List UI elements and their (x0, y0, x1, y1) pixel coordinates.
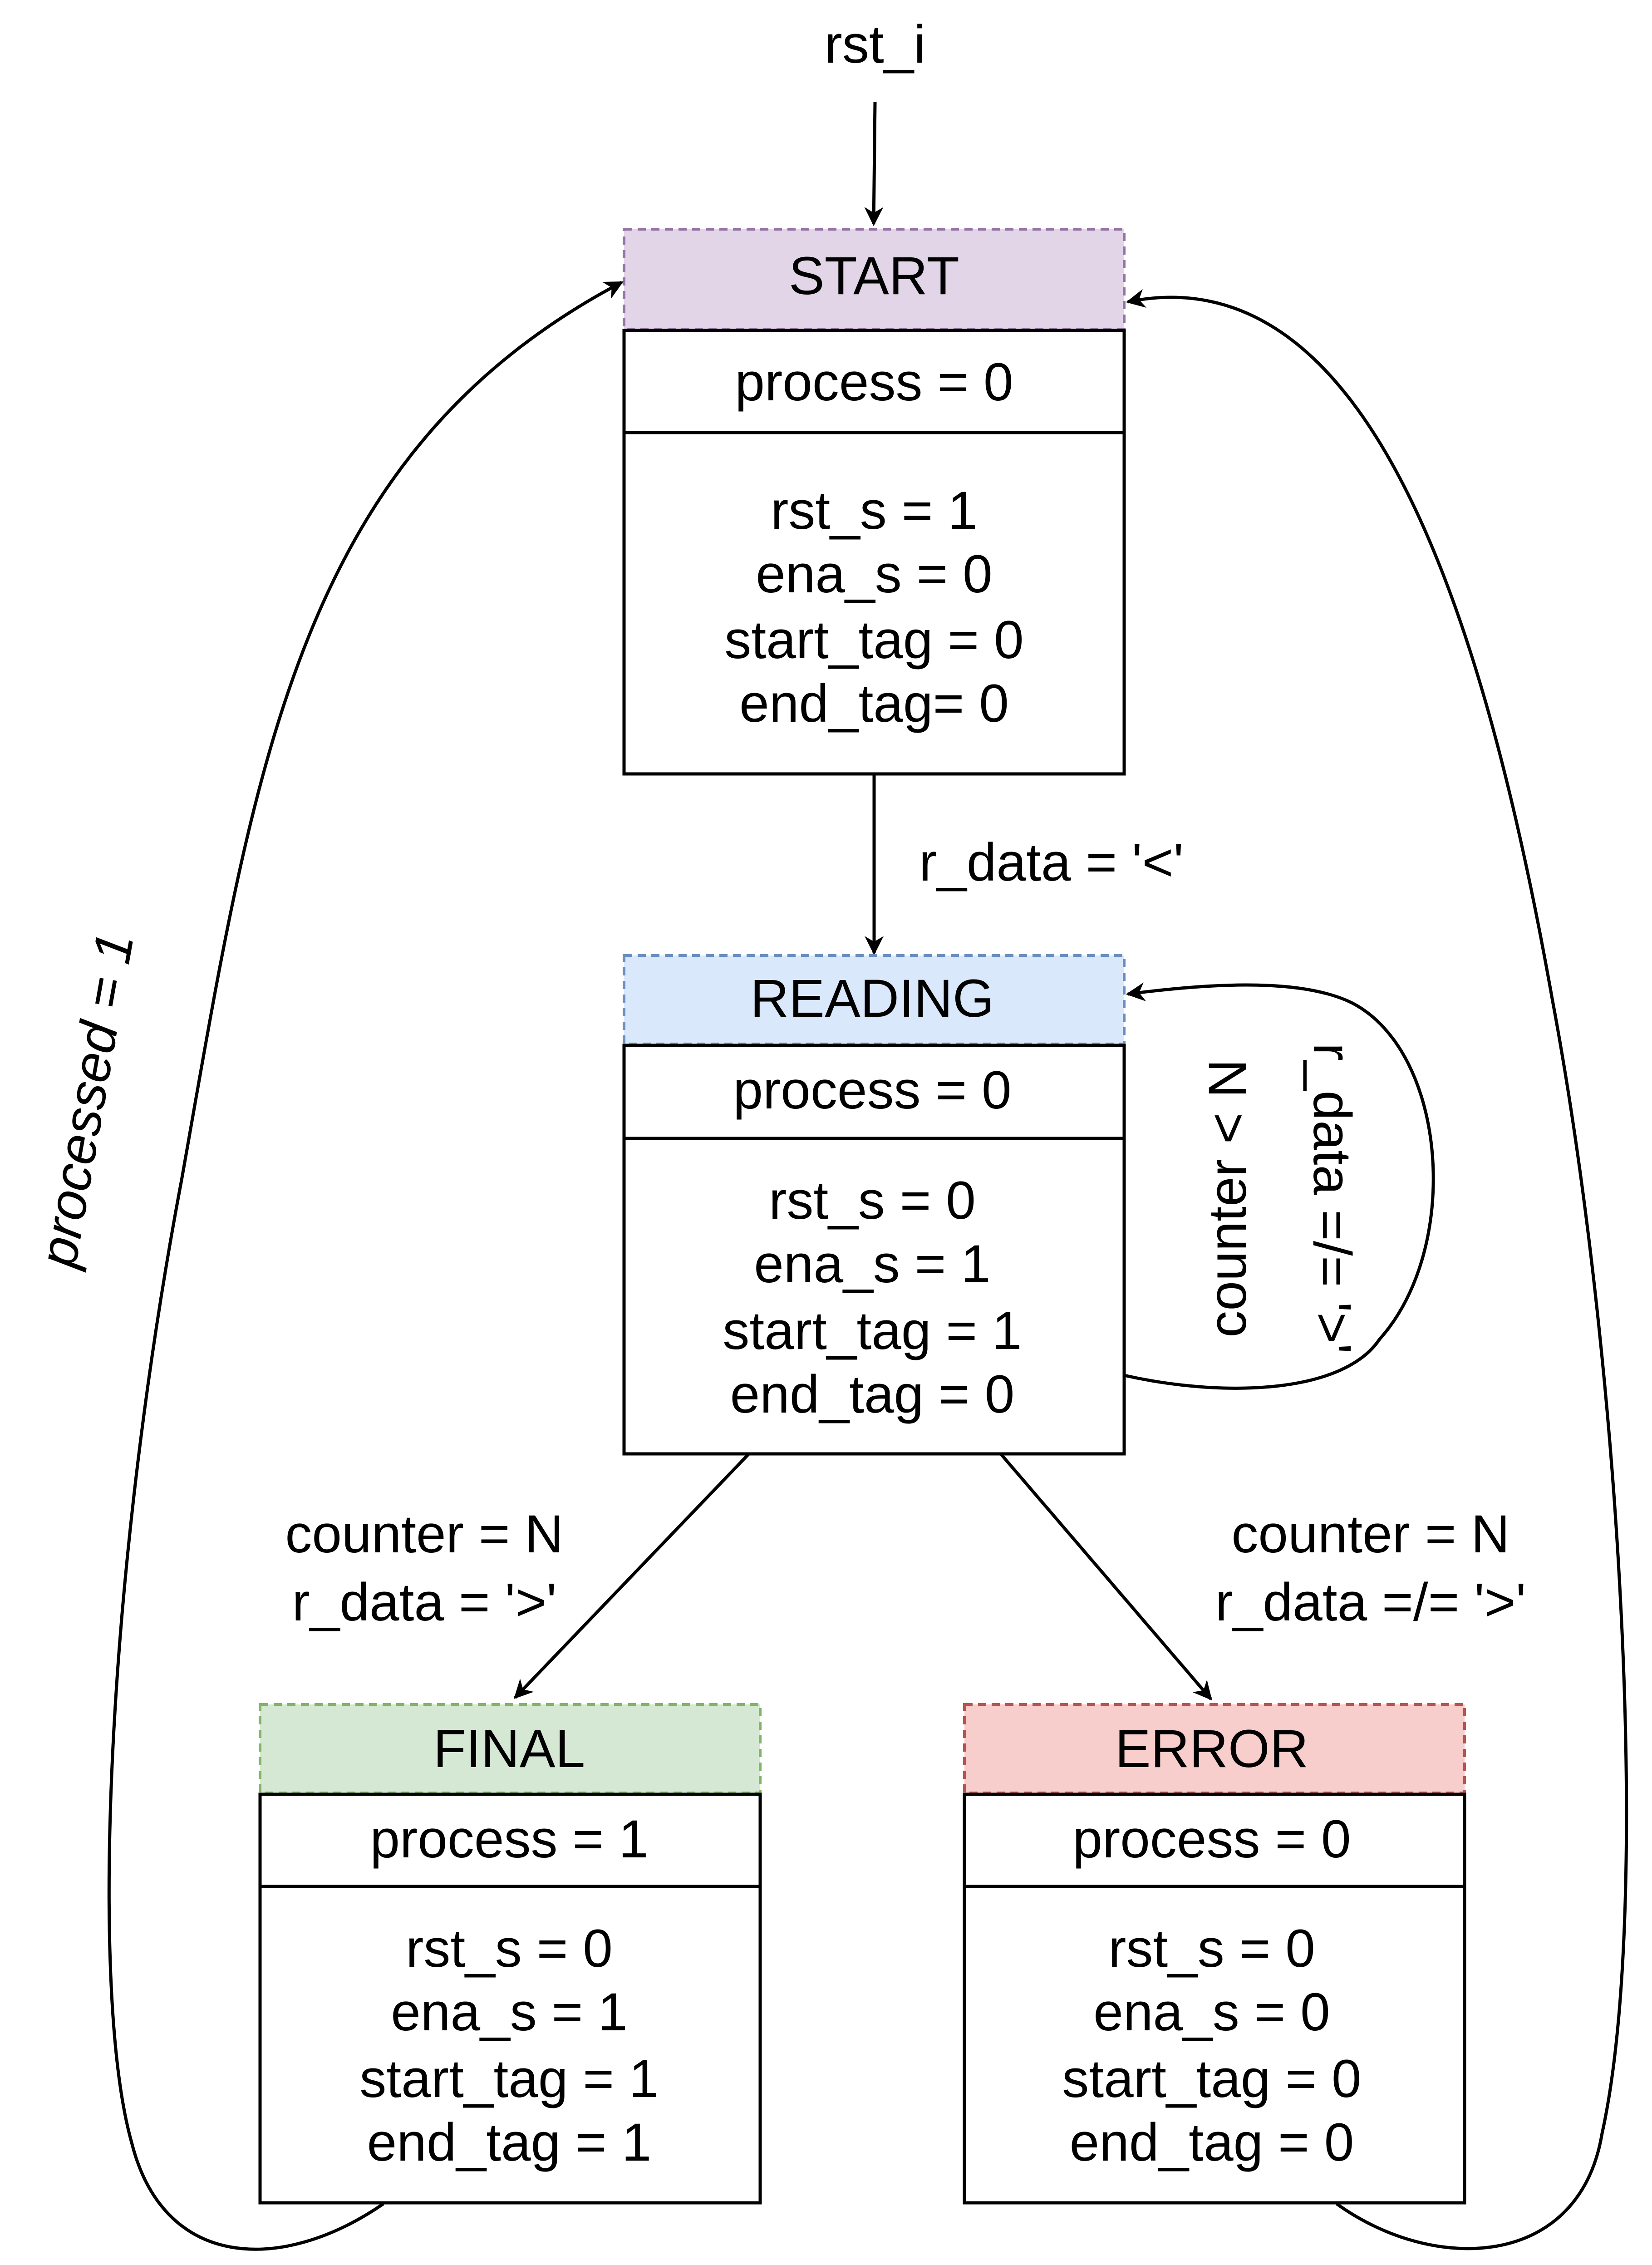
state-error-name: ERROR (1115, 1719, 1308, 1779)
state-error-signal: ena_s = 0 (1093, 1982, 1330, 2042)
state-start-output-box (622, 329, 1126, 434)
state-reading-signal: end_tag = 0 (730, 1364, 1015, 1424)
state-start-signals-box (622, 431, 1126, 776)
state-start-header (623, 228, 1126, 330)
state-reading-signal: ena_s = 1 (754, 1234, 991, 1294)
transition-reading-self-label: r_data =/= '>' (1302, 1043, 1362, 1354)
state-error-signal: rst_s = 0 (1108, 1919, 1315, 1979)
transition-reading-to-error-label: counter = N (1231, 1504, 1509, 1564)
state-reading-signals-box (622, 1137, 1126, 1456)
state-error-signal: start_tag = 0 (1062, 2049, 1361, 2109)
state-reading-output-box (622, 1044, 1126, 1140)
transition-start-to-reading-label: r_data = '<' (919, 832, 1184, 892)
state-reading-header (623, 954, 1126, 1045)
state-reading-signal: rst_s = 0 (769, 1171, 976, 1231)
state-error: ERROR process = 0 rst_s = 0 ena_s = 0 st… (963, 1703, 1466, 2205)
transition-reading-to-final-label: r_data = '>' (292, 1572, 556, 1632)
state-start-output: process = 0 (735, 352, 1013, 412)
state-start: START process = 0 rst_s = 1 ena_s = 0 st… (622, 228, 1126, 776)
state-final-signal: end_tag = 1 (367, 2112, 652, 2172)
state-final-signal: ena_s = 1 (391, 1982, 628, 2042)
state-final-signal: start_tag = 1 (359, 2049, 659, 2109)
state-start-name: START (789, 246, 959, 306)
transition-reading-to-error-label: r_data =/= '>' (1215, 1572, 1526, 1632)
state-reading: READING process = 0 rst_s = 0 ena_s = 1 … (622, 954, 1126, 1456)
entry-arrow (864, 102, 884, 226)
transition-reading-to-final-arrow (514, 1453, 750, 1699)
state-start-signal: start_tag = 0 (724, 610, 1023, 670)
state-start-signal: ena_s = 0 (756, 544, 993, 604)
state-final-header (259, 1703, 762, 1794)
state-error-signals-box (963, 1885, 1466, 2205)
state-final: FINAL process = 1 rst_s = 0 ena_s = 1 st… (258, 1703, 762, 2205)
state-final-signal: rst_s = 0 (406, 1919, 613, 1979)
state-reading-signal: start_tag = 1 (723, 1301, 1022, 1361)
state-final-name: FINAL (433, 1719, 585, 1779)
state-error-output-box (963, 1792, 1466, 1888)
transition-reading-self-loop (1124, 982, 1435, 1390)
transition-error-to-start-arrow (1126, 289, 1628, 2250)
transition-final-to-start-label: processed = 1 (27, 928, 145, 1273)
state-final-output-box (258, 1792, 762, 1888)
entry-label: rst_i (825, 15, 926, 74)
state-final-output: process = 1 (370, 1809, 648, 1869)
state-final-signals-box (258, 1885, 762, 2205)
transition-reading-self-label: counter < N (1198, 1059, 1258, 1337)
state-error-signal: end_tag = 0 (1070, 2112, 1354, 2172)
state-error-output: process = 0 (1072, 1809, 1351, 1869)
state-reading-name: READING (750, 969, 994, 1029)
transition-final-to-start-arrow (107, 281, 624, 2251)
state-reading-output: process = 0 (733, 1060, 1011, 1120)
state-start-signal: rst_s = 1 (771, 481, 978, 541)
transition-reading-to-final-label: counter = N (285, 1504, 563, 1564)
state-error-header (963, 1703, 1466, 1794)
state-start-signal: end_tag= 0 (739, 674, 1009, 734)
transition-reading-to-error-arrow (999, 1453, 1212, 1701)
